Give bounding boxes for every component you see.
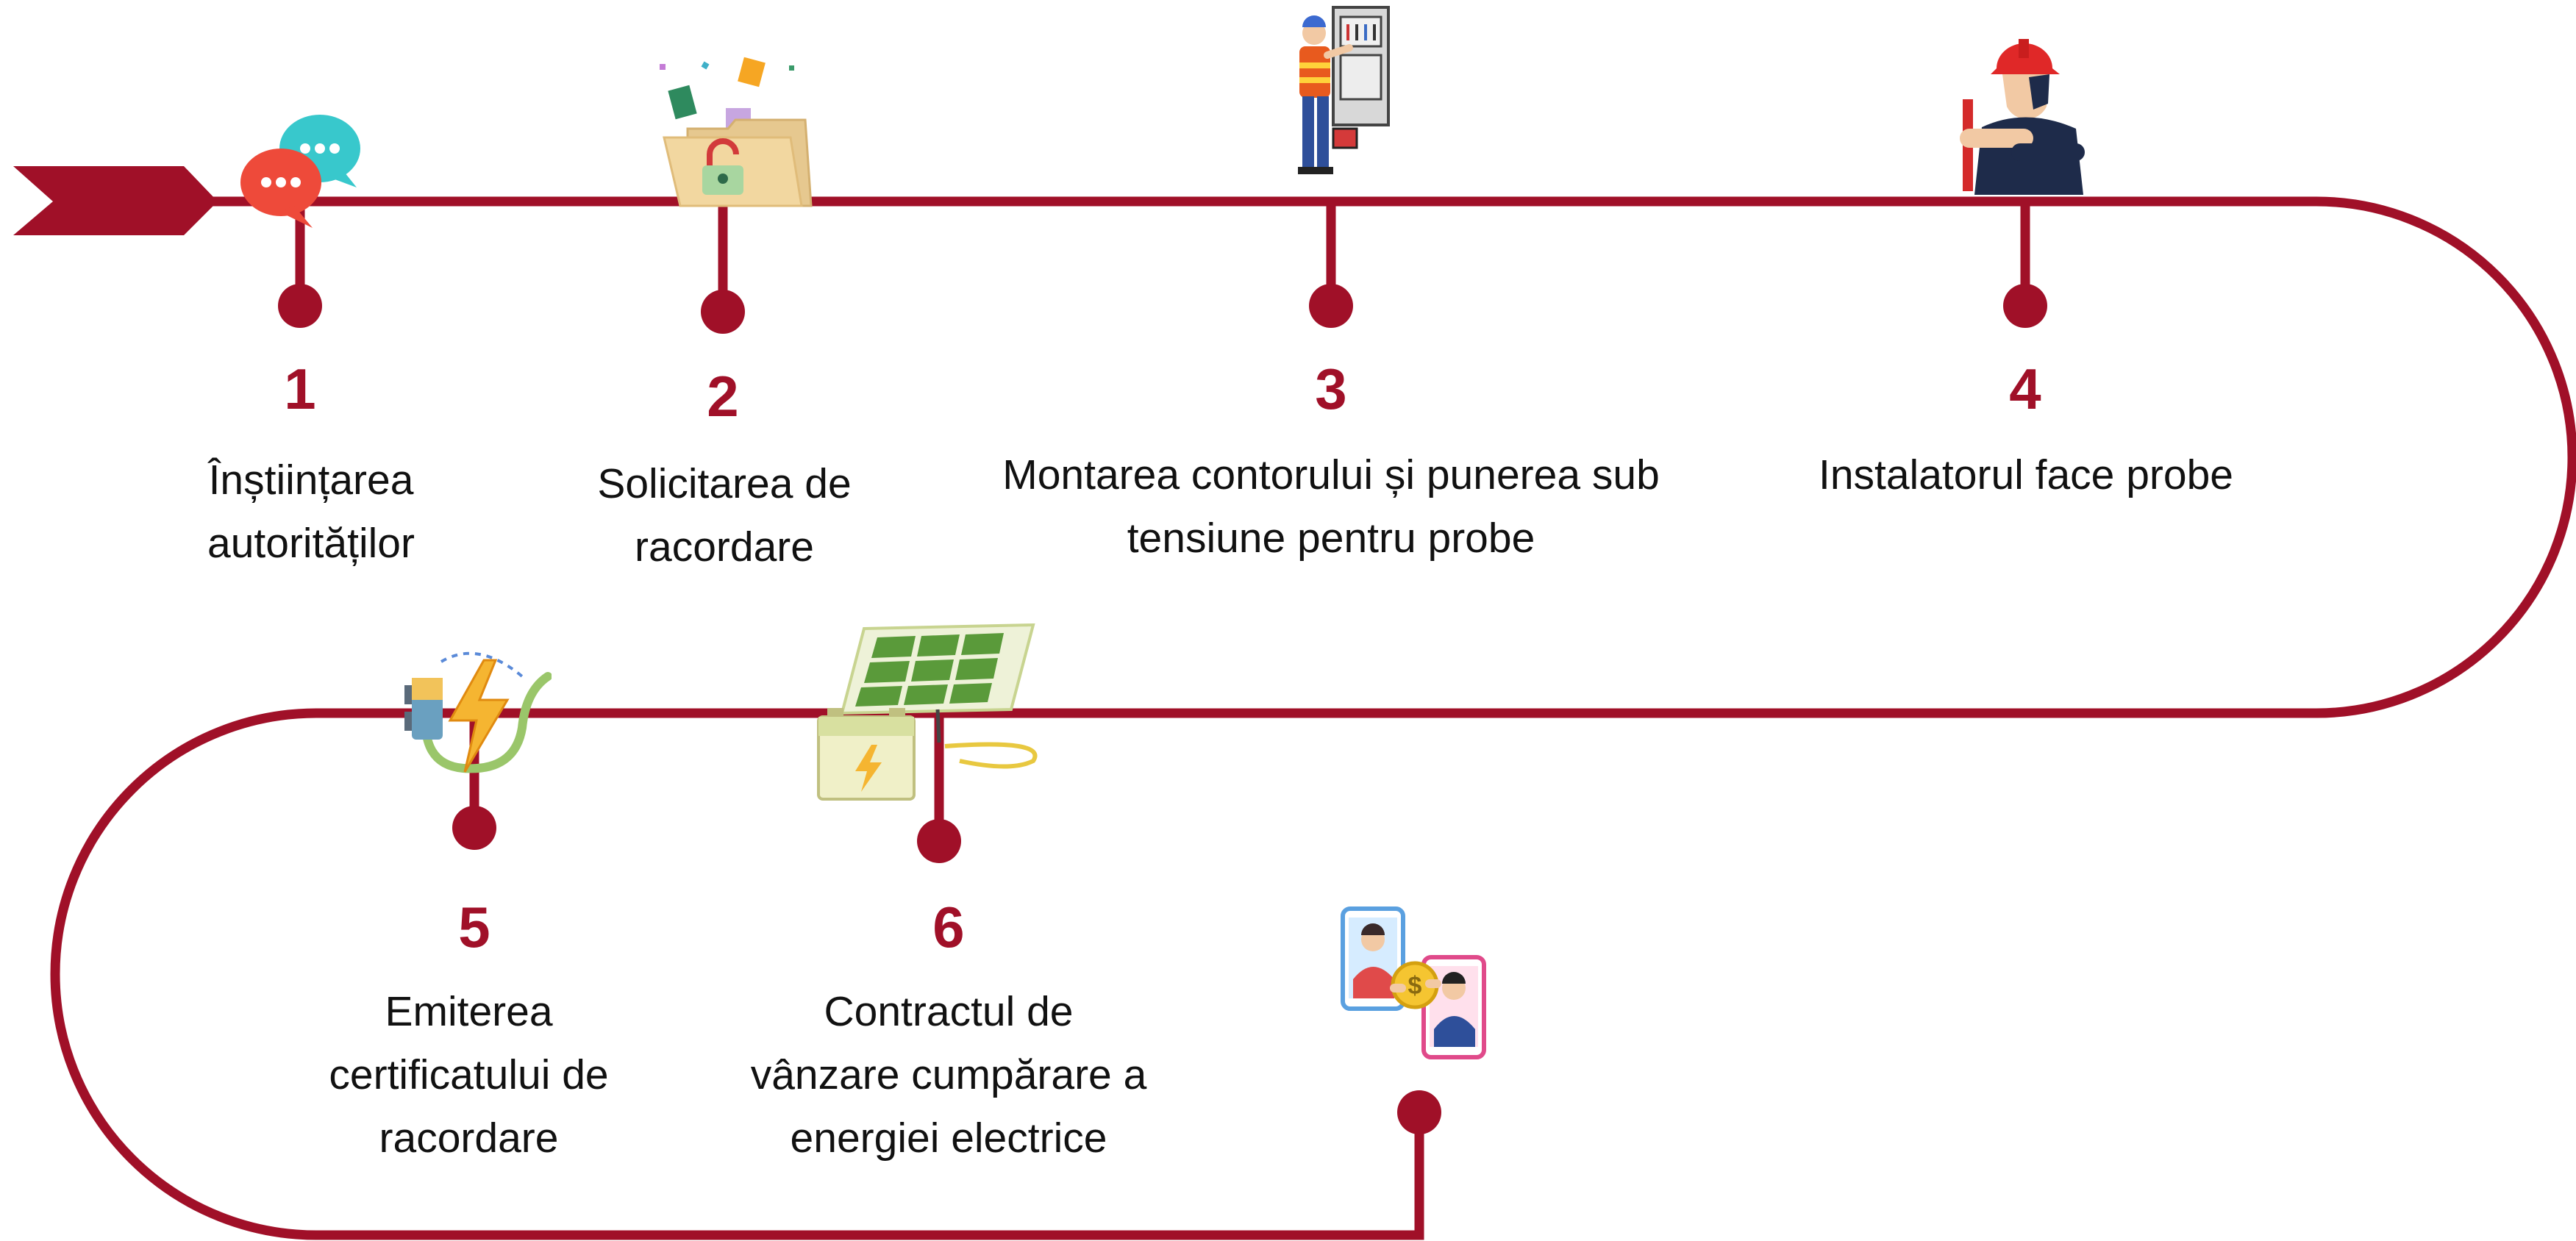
chat-bubbles-icon <box>240 115 360 228</box>
plug-lightning-icon <box>404 651 552 773</box>
step-6-label: Contractul de vânzare cumpărare a energi… <box>750 988 1147 1162</box>
folder-documents-icon <box>660 57 813 207</box>
step-1-number: 1 <box>284 357 316 421</box>
step-4-marker <box>2003 201 2047 328</box>
worker-hardhat-icon <box>1960 39 2085 195</box>
step-3-label: Montarea contorului și punerea sub tensi… <box>1002 451 1660 562</box>
step-2-marker <box>701 201 745 334</box>
solar-panel-battery-icon <box>817 623 1038 801</box>
step-6-number: 6 <box>932 895 965 959</box>
step-2-number: 2 <box>707 364 739 429</box>
step-4-label: Instalatorul face probe <box>1818 451 2234 498</box>
final-endpoint-marker <box>1397 1090 1441 1134</box>
start-arrow-icon <box>13 166 218 235</box>
step-1-label: Înștiințarea autorităților <box>207 457 415 567</box>
step-2-label: Solicitarea de racordare <box>597 460 852 571</box>
step-5-label: Emiterea certificatului de racordare <box>329 988 609 1162</box>
step-3-number: 3 <box>1315 357 1347 421</box>
step-3-marker <box>1309 201 1353 328</box>
step-5-number: 5 <box>458 895 490 959</box>
money-exchange-phones-icon: $ <box>1341 906 1486 1059</box>
timeline-road <box>50 196 2576 1240</box>
electrician-panel-icon <box>1298 6 1390 174</box>
step-4-number: 4 <box>2009 357 2041 421</box>
svg-text:$: $ <box>1408 972 1422 1000</box>
